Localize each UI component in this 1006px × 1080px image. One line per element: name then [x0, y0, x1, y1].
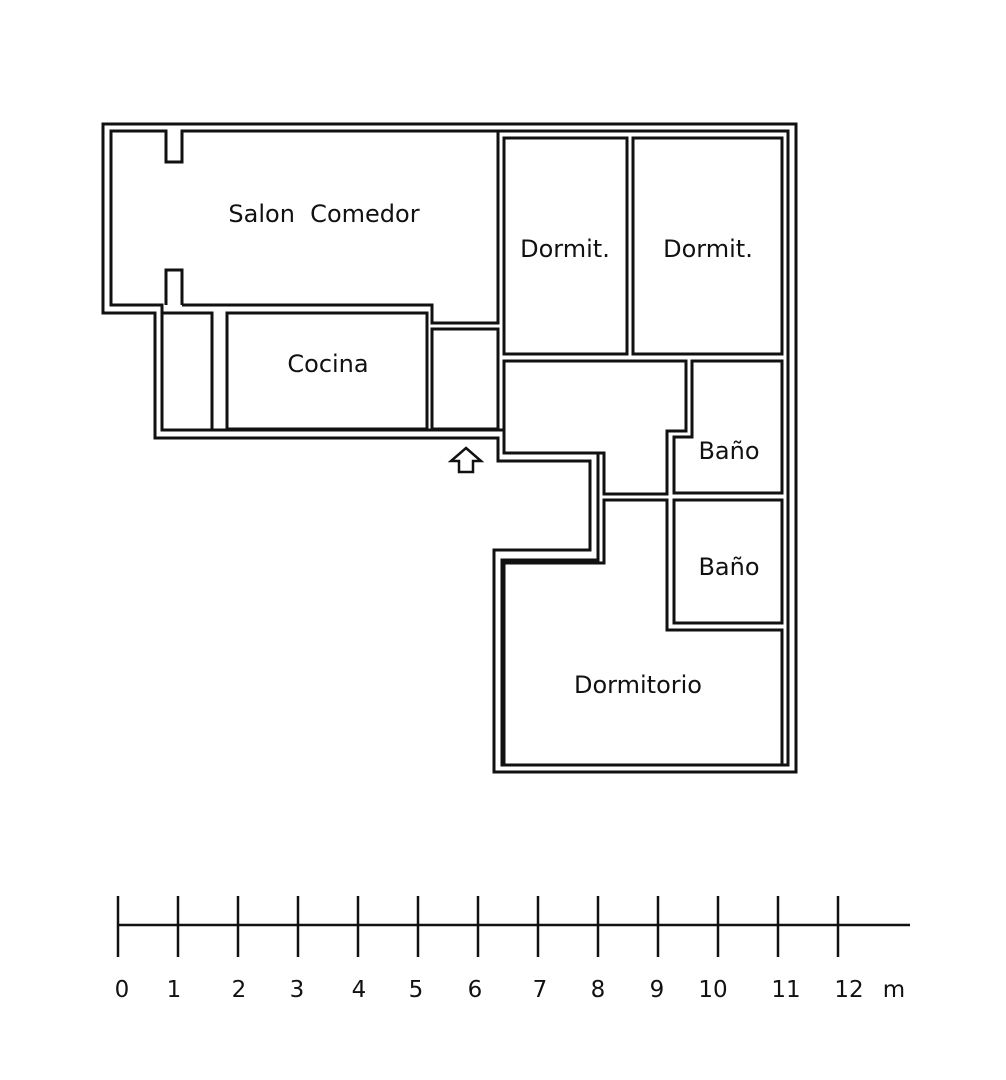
label-dormitorio: Dormitorio [574, 671, 702, 699]
scale-tick-label: 10 [698, 977, 727, 1003]
scale-tick-label: 0 [115, 977, 130, 1003]
scale-tick-label: 11 [771, 977, 800, 1003]
label-bano-2: Baño [698, 553, 759, 581]
room-cocina [225, 311, 429, 431]
room-dormit-2 [631, 136, 784, 356]
scale-tick-label: 4 [352, 977, 367, 1003]
scale-tick-label: 3 [290, 977, 305, 1003]
label-cocina: Cocina [287, 350, 368, 378]
scale-unit-label: m [883, 977, 905, 1003]
entry-arrow-icon [447, 446, 485, 474]
scale-tick-label: 8 [591, 977, 606, 1003]
room-dormit-1 [502, 136, 629, 356]
scale-tick-label: 1 [167, 977, 182, 1003]
salon-wall-stubs [164, 268, 184, 305]
label-salon-comedor: Salon Comedor [228, 200, 419, 228]
scale-tick-label: 5 [409, 977, 424, 1003]
scale-tick-label: 7 [533, 977, 548, 1003]
room-bano-2 [672, 498, 784, 625]
scale-tick-label: 6 [468, 977, 483, 1003]
label-bano-1: Baño [698, 437, 759, 465]
label-dormit-1: Dormit. [520, 235, 610, 263]
room-bano-1 [672, 359, 784, 495]
scale-tick-label: 9 [650, 977, 665, 1003]
scale-tick-label: 12 [834, 977, 863, 1003]
label-dormit-2: Dormit. [663, 235, 753, 263]
room-storage [160, 311, 214, 432]
room-dormitorio [502, 498, 784, 767]
room-entry [430, 327, 500, 431]
scale-tick-label: 2 [232, 977, 247, 1003]
room-salon-comedor [182, 129, 500, 325]
room-hallway [502, 359, 688, 496]
